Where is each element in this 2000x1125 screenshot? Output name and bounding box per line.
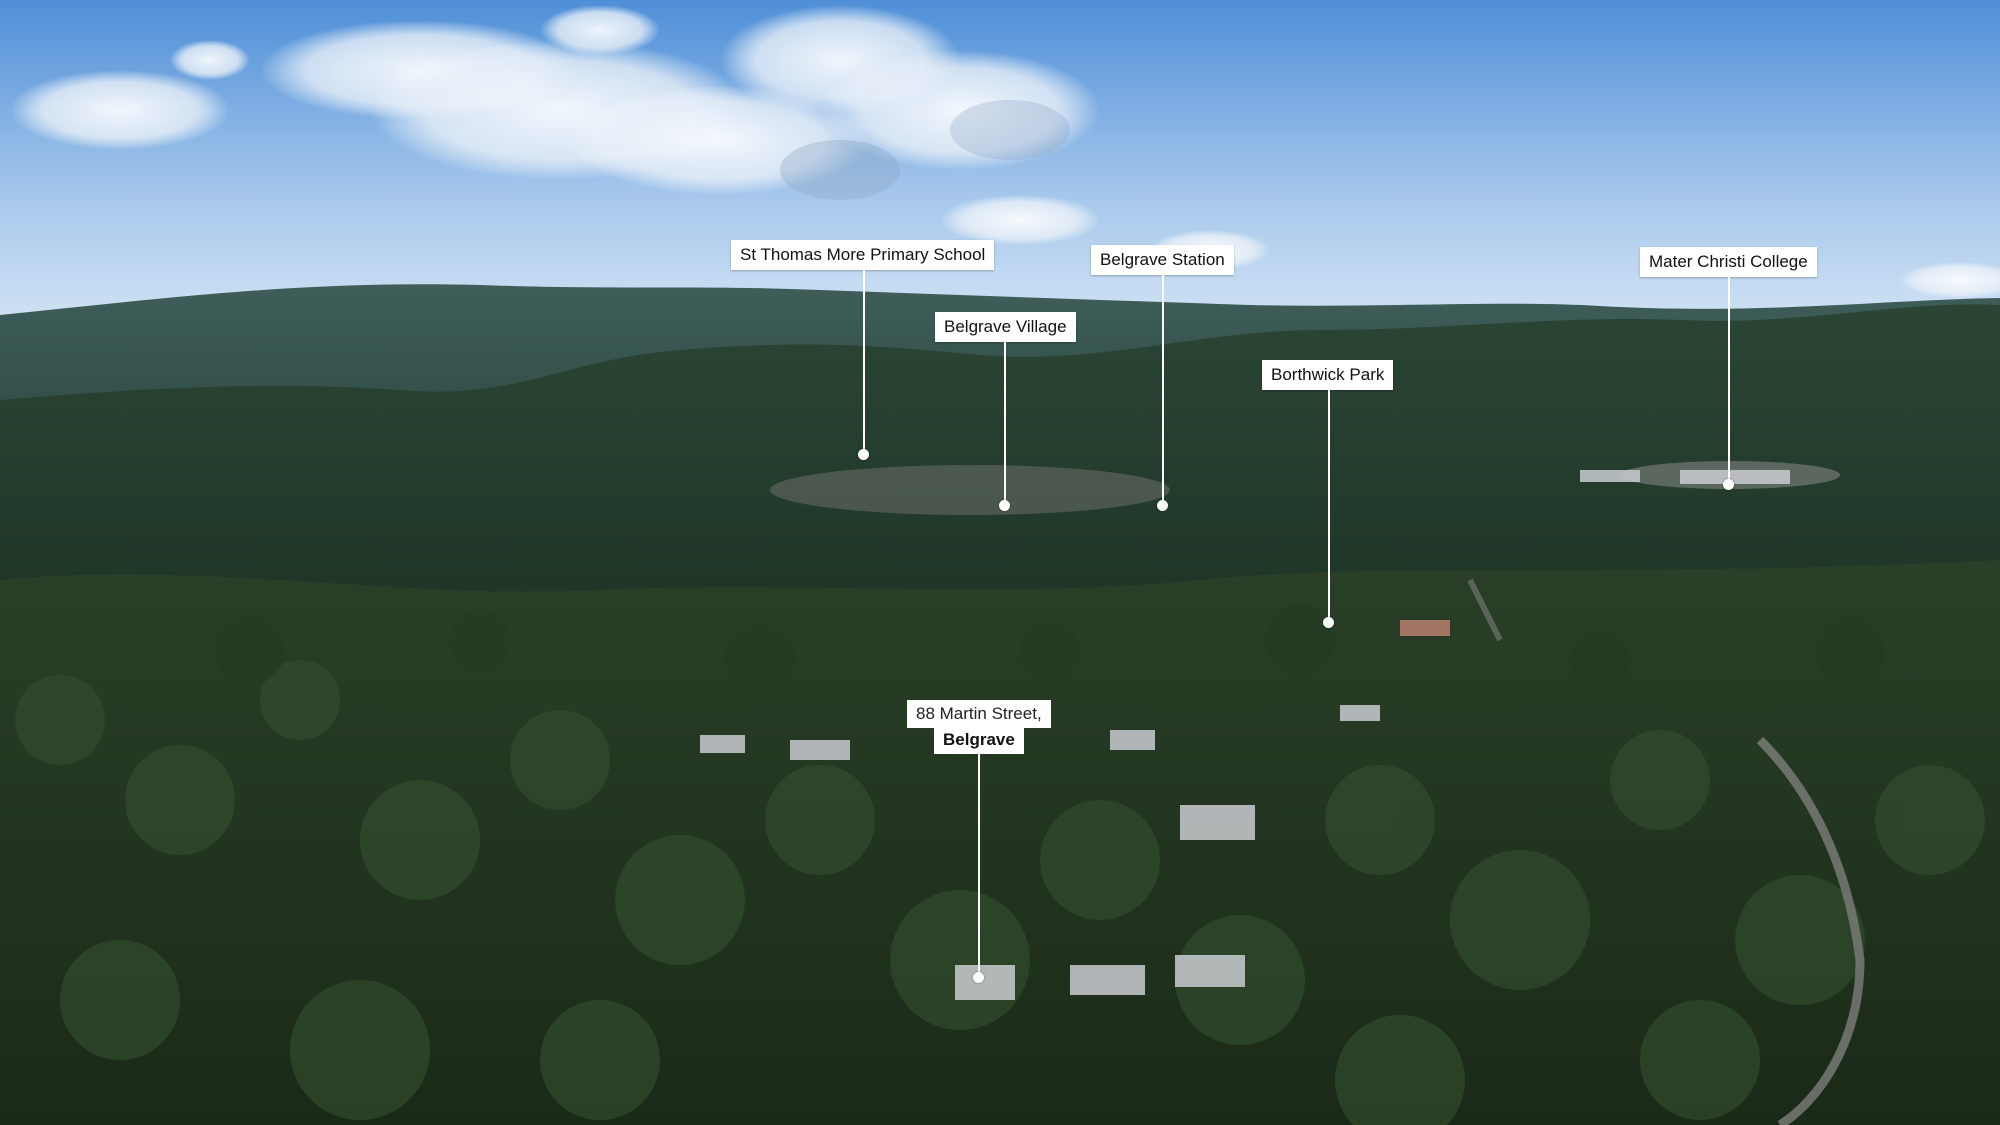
pin-dot: [1323, 617, 1334, 628]
pin-dot: [1157, 500, 1168, 511]
pin-line: [1162, 275, 1164, 505]
tree-canopy: [15, 660, 1985, 1125]
label-belgrave-village: Belgrave Village: [935, 312, 1076, 342]
pin-dot: [1723, 479, 1734, 490]
pin-line: [1328, 390, 1330, 620]
pin-dot: [858, 449, 869, 460]
pin-line: [1004, 342, 1006, 506]
pin-line: [978, 754, 980, 979]
label-mater-christi: Mater Christi College: [1640, 247, 1817, 277]
houses: [700, 470, 1790, 1000]
clouds: [10, 5, 2000, 298]
pin-dot: [973, 972, 984, 983]
pin-line: [1728, 277, 1730, 484]
pin-line: [863, 270, 865, 455]
label-address-street: 88 Martin Street,: [907, 700, 1051, 728]
pin-dot: [999, 500, 1010, 511]
label-borthwick-park: Borthwick Park: [1262, 360, 1394, 390]
label-address-suburb: Belgrave: [934, 726, 1024, 754]
label-belgrave-station: Belgrave Station: [1091, 245, 1234, 275]
label-st-thomas-more: St Thomas More Primary School: [731, 240, 995, 270]
